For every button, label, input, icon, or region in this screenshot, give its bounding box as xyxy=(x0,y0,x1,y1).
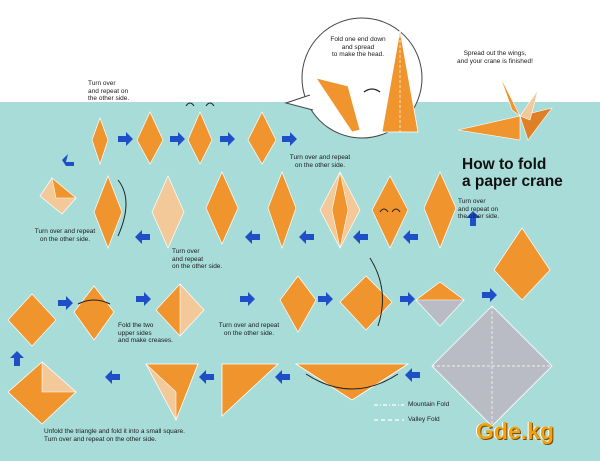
row-3-arrows xyxy=(58,288,497,310)
legend-mountain-fold: Mountain Fold xyxy=(408,401,450,408)
label-turn-right: Turn over and repeat on the other side. xyxy=(458,198,500,220)
row-1-steps xyxy=(91,102,277,166)
step-triangle-1 xyxy=(294,363,410,401)
step-shape-d xyxy=(205,171,239,245)
step-triangle-2 xyxy=(221,363,280,417)
label-turn-left: Turn over and repeat on the other side. xyxy=(34,228,96,243)
row-1-arrows xyxy=(62,132,297,166)
step-shape-g xyxy=(371,175,409,249)
step-kite-large xyxy=(493,227,551,301)
label-turn-row4: Turn over and repeat on the other side. xyxy=(218,322,280,337)
label-fold-two: Fold the two upper sides and make crease… xyxy=(118,322,173,344)
row-4-arrows xyxy=(10,351,420,384)
step-diamond-2 xyxy=(73,285,115,341)
step-shape-h xyxy=(423,171,457,249)
step-shape-e xyxy=(267,171,297,250)
finished-crane-illustration xyxy=(457,75,553,141)
step-kite-3 xyxy=(187,111,213,165)
watermark-logo: Gde.kg xyxy=(476,418,554,444)
row-3-steps xyxy=(7,227,551,347)
label-finished: Spread out the wings, and your crane is … xyxy=(457,50,533,65)
legend-valley-fold: Valley Fold xyxy=(408,416,440,423)
step-diamond-5 xyxy=(339,275,393,331)
step-kite-1 xyxy=(91,116,109,166)
top-white-band xyxy=(0,0,600,102)
step-kite-2 xyxy=(136,111,164,165)
row-2-steps xyxy=(39,171,457,250)
callout-pointer xyxy=(284,94,314,111)
label-turn-mid-center: Turn over and repeat on the other side. xyxy=(289,154,351,169)
row-2-arrows xyxy=(135,211,480,244)
step-kite-4 xyxy=(247,111,277,165)
label-turn-top: Turn over and repeat on the other side. xyxy=(88,80,130,102)
head-bend-arrow xyxy=(363,88,381,93)
head-step-neck xyxy=(315,77,361,133)
page-title: How to fold a paper crane xyxy=(462,156,563,190)
label-unfold: Unfold the triangle and fold it into a s… xyxy=(44,428,185,443)
step-diamond-4 xyxy=(279,275,317,333)
step-shape-c xyxy=(151,175,185,249)
step-shape-b xyxy=(93,175,123,249)
label-turn-row3: Turn over and repeat on the other side. xyxy=(172,248,223,270)
row-4-steps xyxy=(7,305,553,427)
step-diamond-1 xyxy=(7,293,57,347)
label-head-fold: Fold one end down and spread to make the… xyxy=(330,36,386,58)
